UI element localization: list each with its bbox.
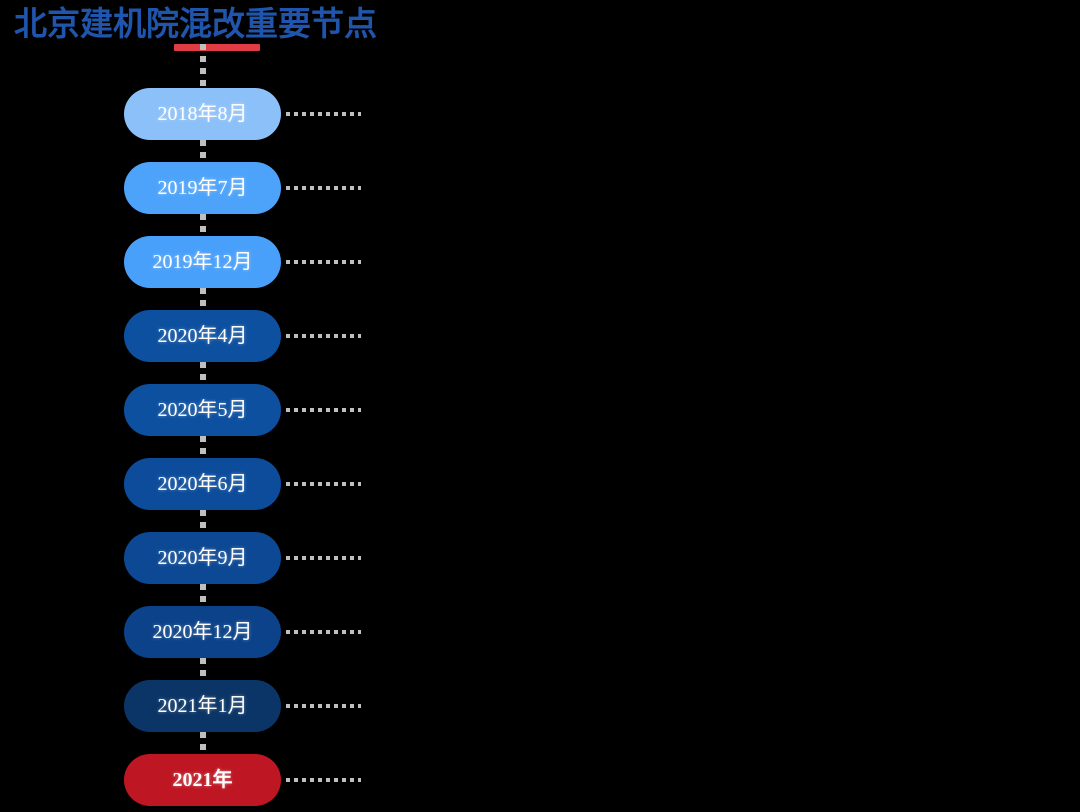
timeline-pill-label: 2021年 [172,769,233,791]
timeline-spine-segment [200,732,206,754]
timeline-connector-dashes [286,556,361,560]
timeline-pill[interactable]: 2020年6月 [124,458,281,510]
timeline-pill[interactable]: 2020年4月 [124,310,281,362]
timeline-spine-segment [200,362,206,384]
timeline-connector-dashes [286,112,361,116]
timeline-item: 2020年9月 [0,532,1080,584]
timeline-pill[interactable]: 2020年5月 [124,384,281,436]
timeline-pill[interactable]: 2021年 [124,754,281,806]
timeline-spine-bottom [200,800,206,812]
timeline-connector-dashes [286,482,361,486]
timeline-spine-segment [200,140,206,162]
timeline-pill[interactable]: 2019年7月 [124,162,281,214]
timeline-connector-dashes [286,630,361,634]
timeline-connector-dashes [286,334,361,338]
timeline-pill-label: 2020年9月 [157,547,248,569]
timeline-pill[interactable]: 2019年12月 [124,236,281,288]
timeline-item: 2018年8月 [0,88,1080,140]
timeline-spine-segment [200,510,206,532]
timeline-connector-dashes [286,778,361,782]
timeline-pill-label: 2020年12月 [152,621,253,643]
timeline-connector-dashes [286,408,361,412]
timeline-spine-top [200,44,206,90]
title-underline-accent [174,44,260,51]
timeline-pill-label: 2020年5月 [157,399,248,421]
timeline-pill[interactable]: 2020年9月 [124,532,281,584]
timeline-item: 2019年7月 [0,162,1080,214]
timeline-spine-segment [200,436,206,458]
timeline-connector-dashes [286,260,361,264]
timeline-item: 2020年4月 [0,310,1080,362]
timeline-pill[interactable]: 2020年12月 [124,606,281,658]
timeline-pill-label: 2020年4月 [157,325,248,347]
timeline-item: 2020年5月 [0,384,1080,436]
timeline-pill[interactable]: 2018年8月 [124,88,281,140]
timeline-connector-dashes [286,186,361,190]
timeline-pill-label: 2019年12月 [152,251,253,273]
timeline-item: 2020年6月 [0,458,1080,510]
timeline-pill-label: 2021年1月 [157,695,248,717]
timeline-spine-segment [200,288,206,310]
timeline-spine-segment [200,584,206,606]
page-title: 北京建机院混改重要节点 [14,5,377,42]
timeline-pill-label: 2019年7月 [157,177,248,199]
timeline-pill-label: 2018年8月 [157,103,248,125]
timeline-spine-segment [200,214,206,236]
timeline-item: 2021年1月 [0,680,1080,732]
timeline-pill-label: 2020年6月 [157,473,248,495]
timeline-connector-dashes [286,704,361,708]
timeline-item: 2019年12月 [0,236,1080,288]
timeline-spine-segment [200,658,206,680]
timeline-item: 2021年 [0,754,1080,806]
timeline-item: 2020年12月 [0,606,1080,658]
timeline-pill[interactable]: 2021年1月 [124,680,281,732]
title-block: 北京建机院混改重要节点 [14,4,434,60]
